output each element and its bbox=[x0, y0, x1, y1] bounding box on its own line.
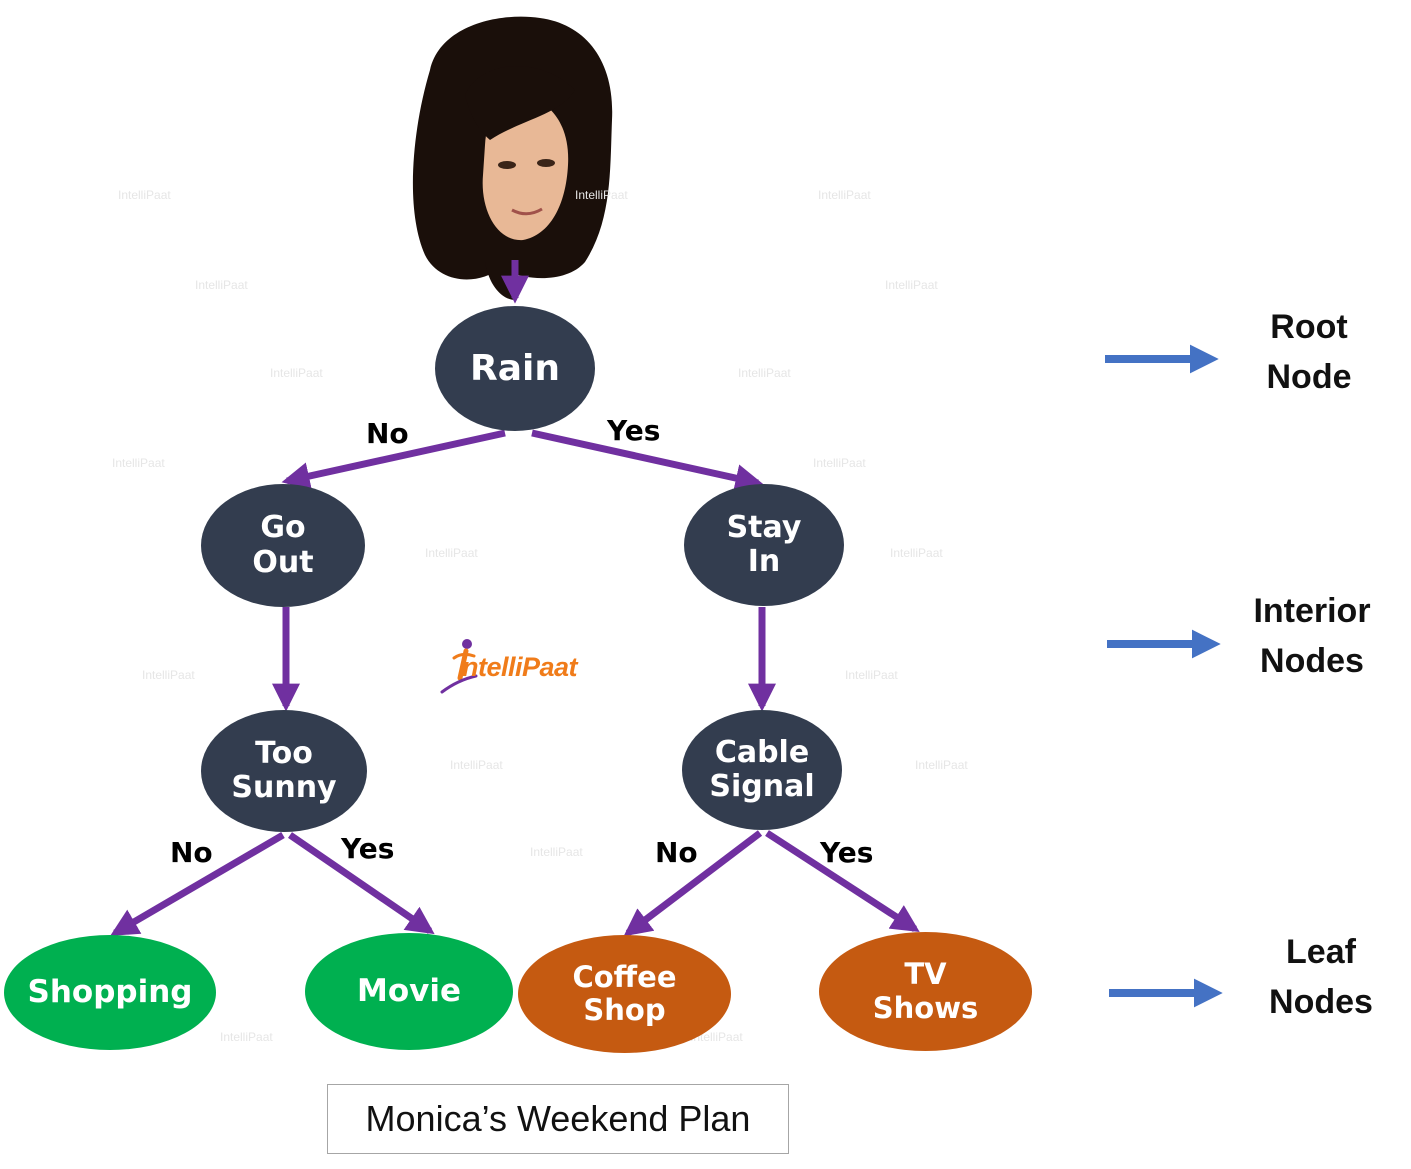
interior-node-stay-in: Stay In bbox=[684, 484, 844, 606]
legend-leaf-nodes: Leaf Nodes bbox=[1236, 927, 1406, 1027]
leaf-node-shopping: Shopping bbox=[4, 935, 216, 1050]
legend-line: Leaf bbox=[1286, 933, 1356, 971]
legend-interior-nodes: Interior Nodes bbox=[1227, 586, 1397, 686]
logo-text: ntelliPaat bbox=[462, 652, 578, 682]
node-label: Shopping bbox=[27, 973, 193, 1010]
intellipaat-logo: ntelliPaat bbox=[440, 636, 600, 696]
diagram-caption: Monica’s Weekend Plan bbox=[365, 1098, 751, 1139]
tree-edges bbox=[110, 260, 920, 937]
legend-line: Nodes bbox=[1260, 642, 1364, 680]
node-label: Cable Signal bbox=[709, 734, 815, 804]
node-label: Rain bbox=[470, 347, 560, 389]
node-label: TV Shows bbox=[872, 957, 979, 1025]
edge-label-cable-no: No bbox=[655, 836, 698, 869]
interior-node-too-sunny: Too Sunny bbox=[201, 710, 367, 832]
root-node-rain: Rain bbox=[435, 306, 595, 431]
node-label: Go Out bbox=[252, 510, 314, 580]
interior-node-cable-signal: Cable Signal bbox=[682, 710, 842, 830]
legend-line: Root bbox=[1270, 308, 1348, 346]
edge-too-sunny-shopping bbox=[110, 831, 285, 937]
legend-arrows bbox=[1105, 344, 1223, 1008]
legend-line: Node bbox=[1266, 358, 1352, 396]
node-label: Stay In bbox=[726, 509, 802, 579]
edge-label-rain-yes: Yes bbox=[607, 414, 661, 447]
caption-box: Monica’s Weekend Plan bbox=[327, 1084, 789, 1154]
legend-line: Interior bbox=[1253, 592, 1371, 630]
edge-rain-stay-in bbox=[531, 429, 764, 492]
edge-too-sunny-movie bbox=[288, 832, 435, 935]
edge-label-sunny-no: No bbox=[170, 836, 213, 869]
node-label: Too Sunny bbox=[231, 735, 337, 805]
edge-rain-go-out bbox=[281, 429, 506, 490]
edge-label-cable-yes: Yes bbox=[820, 836, 874, 869]
legend-root-node: Root Node bbox=[1224, 302, 1394, 402]
edge-label-sunny-yes: Yes bbox=[341, 832, 395, 865]
edge-cable-tv-shows bbox=[765, 830, 920, 933]
leaf-node-coffee-shop: Coffee Shop bbox=[518, 935, 731, 1053]
interior-node-go-out: Go Out bbox=[201, 484, 365, 607]
edge-cable-coffee-shop bbox=[623, 830, 763, 937]
edge-label-rain-no: No bbox=[366, 417, 409, 450]
intellipaat-figure-icon bbox=[440, 639, 478, 694]
node-label: Coffee Shop bbox=[572, 959, 677, 1027]
node-label: Movie bbox=[356, 972, 461, 1009]
woman-portrait-icon bbox=[412, 16, 613, 300]
leaf-node-movie: Movie bbox=[305, 933, 513, 1050]
leaf-node-tv-shows: TV Shows bbox=[819, 932, 1032, 1051]
legend-line: Nodes bbox=[1269, 983, 1373, 1021]
